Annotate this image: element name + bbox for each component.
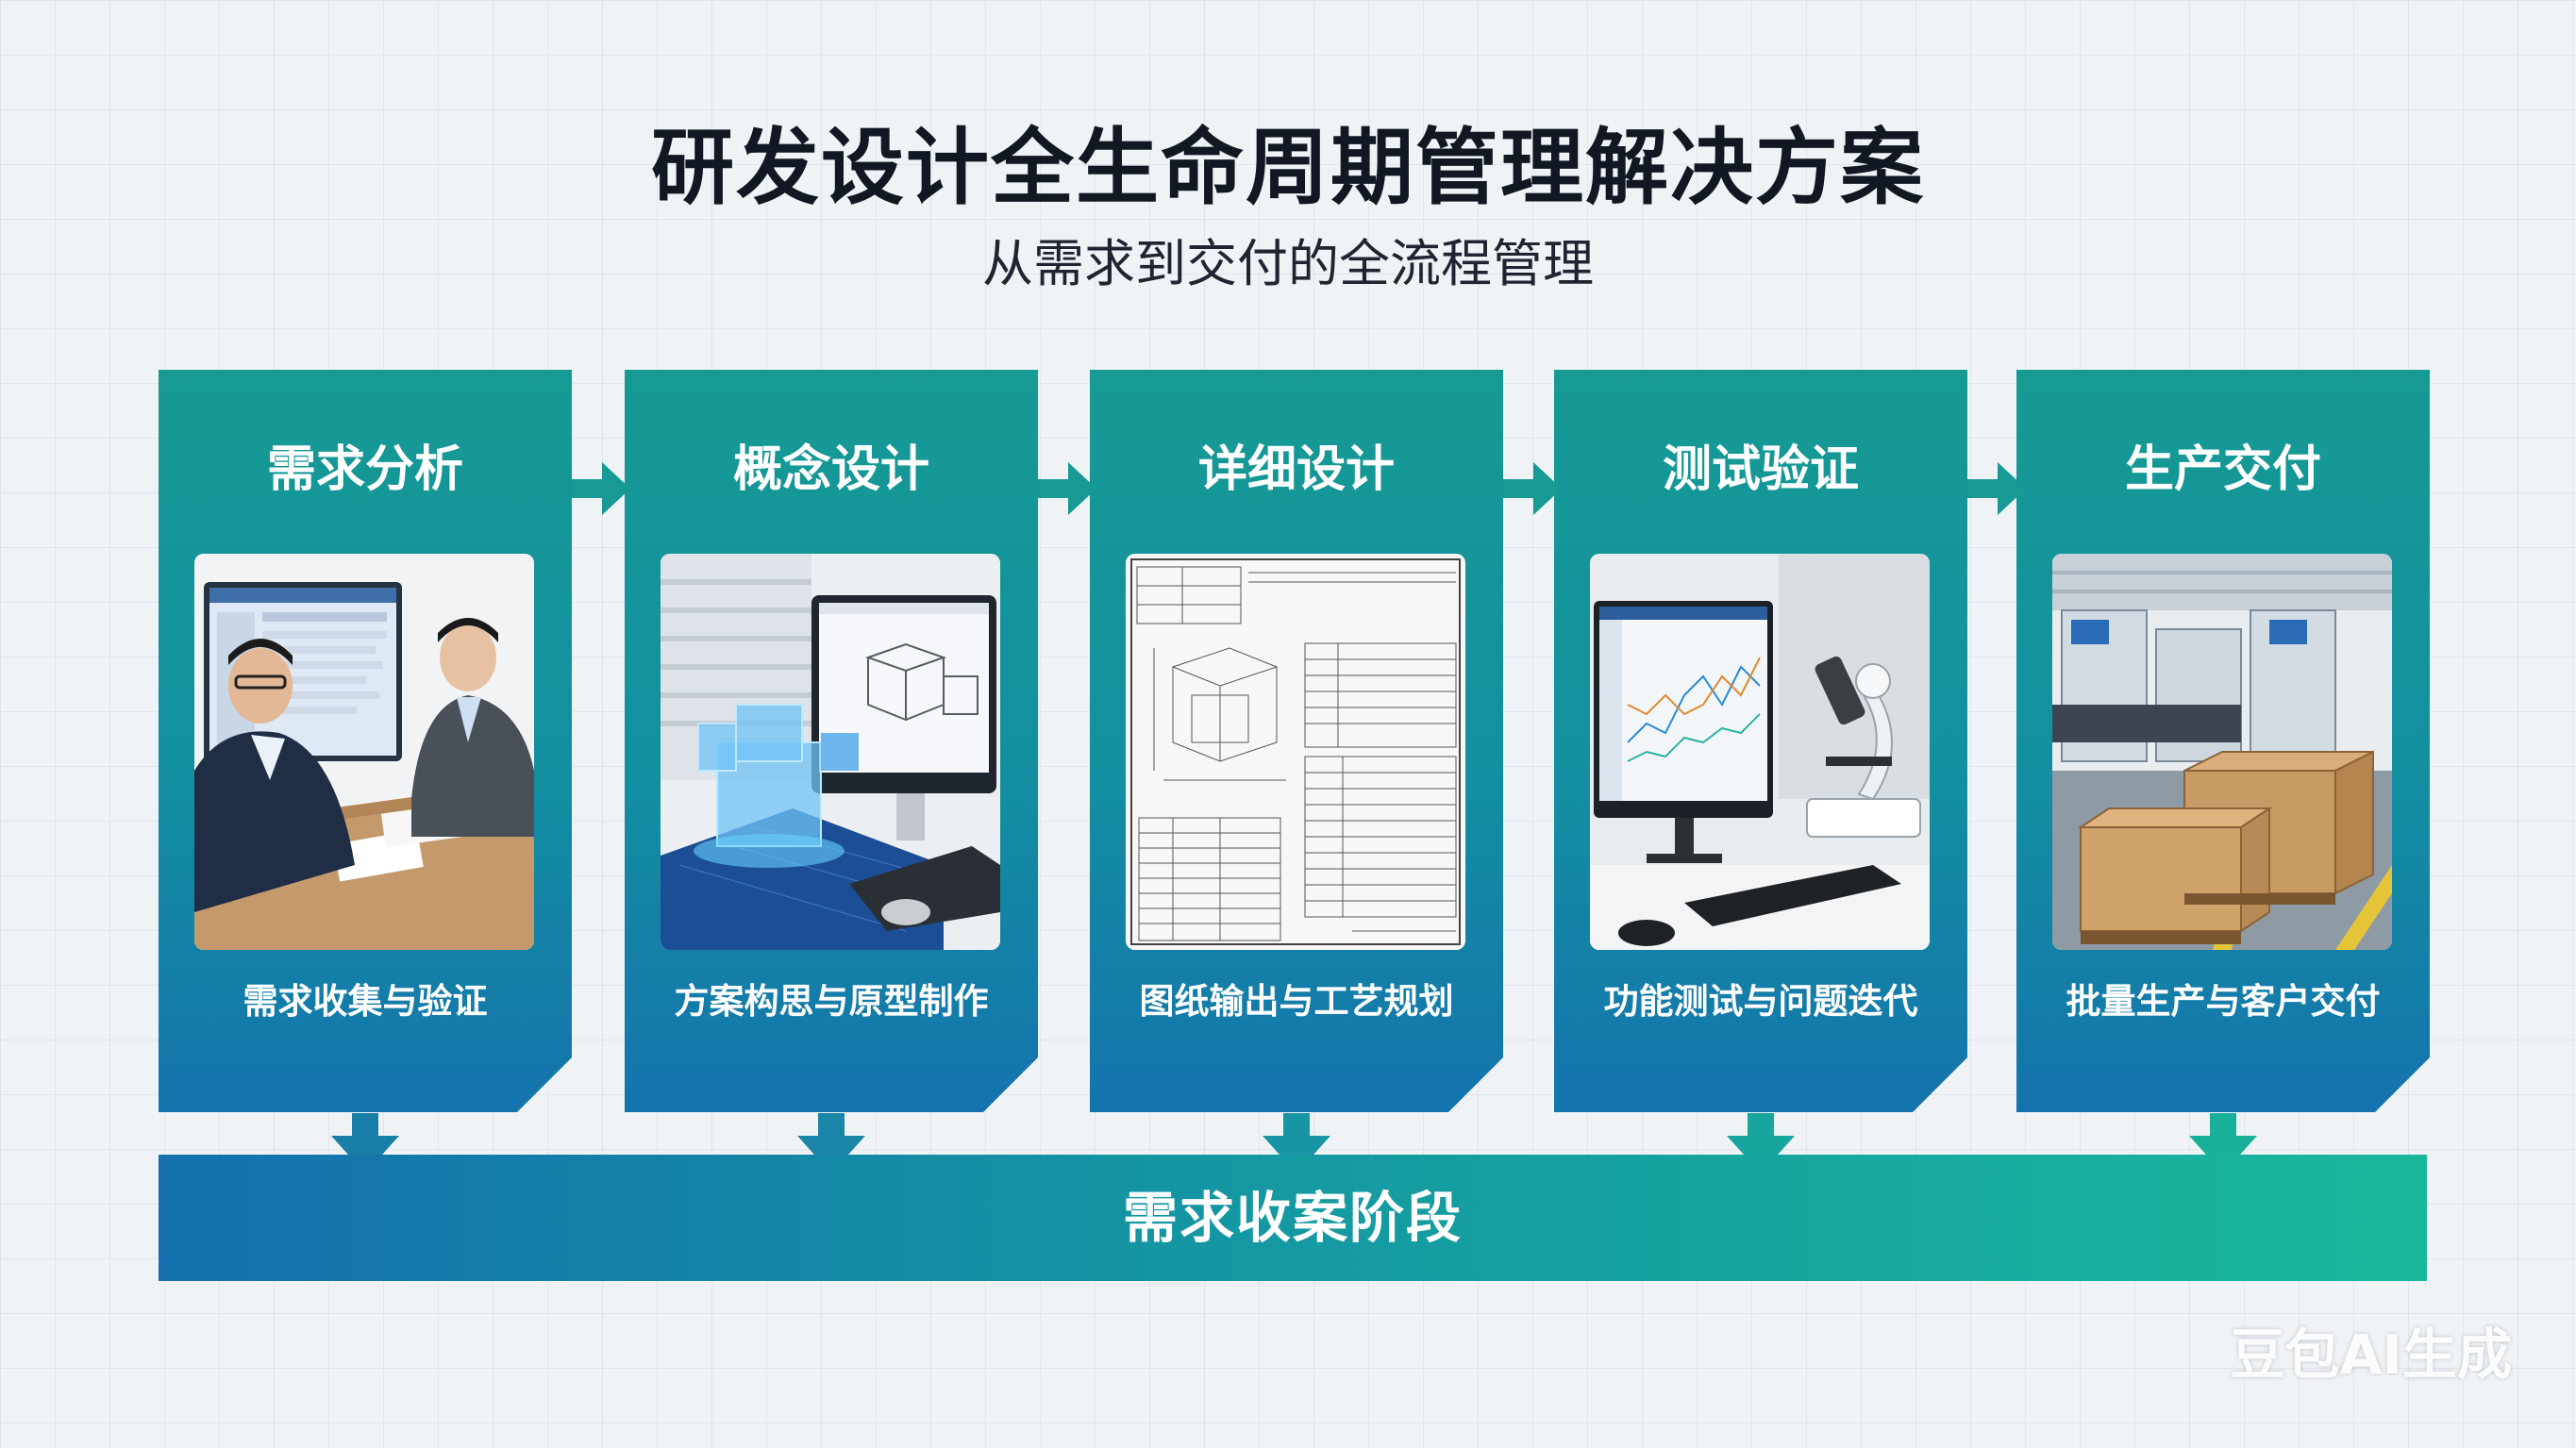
stage-caption: 方案构思与原型制作: [625, 974, 1038, 1030]
stage-card-requirements-analysis: 需求分析: [159, 370, 572, 1112]
stage-card-production-delivery: 生产交付 批量生产与客户交付: [2016, 370, 2430, 1112]
page-title: 研发设计全生命周期管理解决方案: [0, 111, 2576, 225]
engineering-drawing-photo: [1126, 554, 1465, 950]
requirements-meeting-photo: [194, 554, 534, 950]
page-subtitle: 从需求到交付的全流程管理: [0, 226, 2576, 302]
stage-title: 概念设计: [625, 436, 1038, 504]
arrow-right-icon: [1503, 460, 1562, 517]
stage-title: 测试验证: [1554, 436, 1967, 504]
stage-card-detailed-design: 详细设计: [1090, 370, 1503, 1112]
stage-caption: 批量生产与客户交付: [2016, 974, 2430, 1030]
stage-title: 生产交付: [2016, 436, 2430, 504]
arrow-right-icon: [572, 460, 630, 517]
stage-bar: 需求收案阶段: [159, 1155, 2427, 1281]
stage-bar-label: 需求收案阶段: [159, 1155, 2427, 1281]
stage-caption: 功能测试与问题迭代: [1554, 974, 1967, 1030]
arrow-right-icon: [1038, 460, 1096, 517]
watermark: 豆包AI生成: [2231, 1319, 2512, 1390]
stage-card-concept-design: 概念设计: [625, 370, 1038, 1112]
lab-testing-photo: [1590, 554, 1930, 950]
stage-title: 需求分析: [159, 436, 572, 504]
stage-caption: 需求收集与验证: [159, 974, 572, 1030]
3d-prototype-photo: [661, 554, 1000, 950]
stage-title: 详细设计: [1090, 436, 1503, 504]
stage-caption: 图纸输出与工艺规划: [1090, 974, 1503, 1030]
arrow-right-icon: [1967, 460, 2026, 517]
stage-card-testing-validation: 测试验证 功能测试与问题迭代: [1554, 370, 1967, 1112]
factory-shipping-photo: [2052, 554, 2392, 950]
